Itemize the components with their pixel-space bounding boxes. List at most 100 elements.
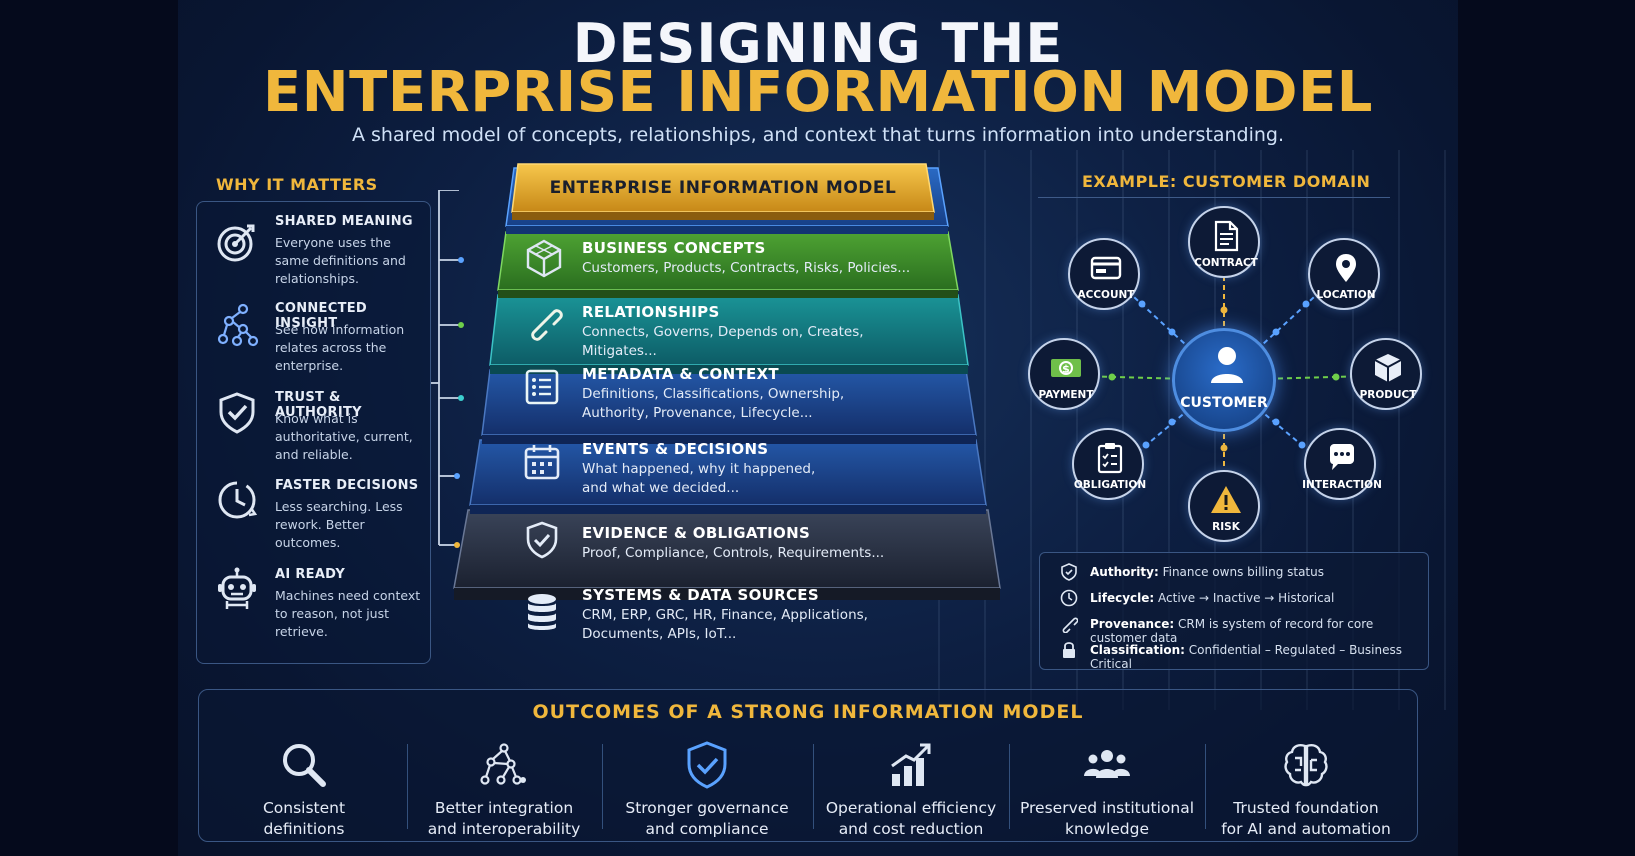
node-obligation[interactable]: OBLIGATION [1072,428,1146,500]
attr-key: Lifecycle: [1090,591,1155,605]
layer-evidence-obligations: EVIDENCE & OBLIGATIONS Proof, Compliance… [518,512,948,570]
outcome-label-1: Preserved institutional [1019,799,1195,817]
why-desc: Less searching. Less rework. Better outc… [275,499,403,550]
node-contract[interactable]: CONTRACT [1188,206,1260,278]
node-label: INTERACTION [1302,479,1382,491]
node-account[interactable]: ACCOUNT [1068,238,1140,310]
layer-desc: What happened, why it happened, and what… [582,461,816,496]
layer-title: EVENTS & DECISIONS [582,440,769,458]
customer-label: CUSTOMER [1180,395,1268,411]
node-label: OBLIGATION [1073,479,1147,491]
node-risk[interactable]: RISK [1188,470,1260,542]
database-icon [528,594,556,630]
customer-center-node[interactable]: CUSTOMER [1172,328,1276,432]
outcome-stronger-governance: Stronger governance and compliance [612,740,802,840]
infographic-canvas: DESIGNING THE ENTERPRISE INFORMATION MOD… [178,0,1458,856]
list-icon [525,369,559,405]
lock-icon [1063,642,1075,658]
layer-events-decisions: EVENTS & DECISIONS What happened, why it… [518,432,948,498]
outcome-divider [602,744,603,829]
title-line-2: ENTERPRISE INFORMATION MODEL [263,60,1373,125]
outcome-divider [407,744,408,829]
attr-key: Provenance: [1090,617,1175,631]
chat-icon [1330,444,1354,470]
why-title: AI READY [275,567,346,582]
left-margin-band [0,0,178,856]
customer-attributes-panel: Authority: Finance owns billing status L… [1039,552,1429,671]
top-model-slab [511,163,935,220]
magnifier-icon [283,744,326,787]
why-title: SHARED MEANING [275,214,413,229]
why-heading: WHY IT MATTERS [216,175,378,194]
why-title: TRUST & AUTHORITY [275,390,362,420]
outcome-label-1: Stronger governance [625,799,789,817]
layer-title: EVIDENCE & OBLIGATIONS [582,524,811,542]
why-desc: See how information relates across the e… [275,322,405,373]
why-desc: Machines need context to reason, not jus… [275,588,421,639]
attr-key: Authority: [1090,565,1159,579]
node-label: PRODUCT [1359,389,1417,401]
layer-systems-data-sources: SYSTEMS & DATA SOURCES CRM, ERP, GRC, HR… [518,578,948,648]
shield-check-icon [219,392,255,434]
node-payment[interactable]: $ PAYMENT [1028,338,1100,410]
box-icon [1374,354,1402,382]
right-margin-band [1457,0,1635,856]
outcome-divider [1205,744,1206,829]
pin-icon [1336,254,1356,282]
why-desc: Everyone uses the same definitions and r… [275,235,406,286]
outcome-label-2: and compliance [645,820,769,838]
outcomes-heading: OUTCOMES OF A STRONG INFORMATION MODEL [532,701,1084,723]
link-icon [1062,617,1078,633]
attr-authority: Authority: Finance owns billing status [1090,565,1324,579]
outcome-label-2: knowledge [1064,820,1150,838]
title-line-1: DESIGNING THE [572,12,1064,75]
outcome-label-2: and interoperability [427,820,581,838]
outcomes-panel: OUTCOMES OF A STRONG INFORMATION MODEL C… [198,689,1418,842]
node-location[interactable]: LOCATION [1308,238,1380,310]
layer-title: RELATIONSHIPS [582,303,720,321]
target-icon [217,224,255,262]
robot-icon [218,567,256,609]
layer-business-concepts: BUSINESS CONCEPTS Customers, Products, C… [518,229,938,287]
document-icon [1214,220,1239,252]
why-title: CONNECTED INSIGHT [275,301,368,331]
why-title: FASTER DECISIONS [275,478,419,493]
attr-key: Classification: [1090,643,1185,657]
growth-chart-icon [891,743,931,786]
example-heading: EXAMPLE: CUSTOMER DOMAIN [1082,172,1371,191]
node-label: CONTRACT [1194,257,1258,269]
shield-icon [1061,563,1077,581]
network-icon [480,743,526,785]
brain-icon [1284,744,1328,787]
layer-title: SYSTEMS & DATA SOURCES [582,586,819,604]
layer-connector-bracket [431,190,464,548]
attr-value: Active → Inactive → Historical [1158,591,1335,605]
outcome-label-2: definitions [263,820,345,838]
node-interaction[interactable]: INTERACTION [1302,428,1382,500]
people-icon [1084,750,1130,778]
network-icon [217,303,259,347]
attr-value: Finance owns billing status [1162,565,1324,579]
customer-domain-connectors [1081,272,1367,476]
person-icon [1211,347,1243,383]
attr-lifecycle: Lifecycle: Active → Inactive → Historica… [1090,591,1334,605]
node-label: RISK [1212,521,1240,533]
calendar-icon [524,445,560,480]
node-label: LOCATION [1316,289,1376,301]
link-icon [531,309,563,341]
outcome-label-1: Trusted foundation [1233,799,1379,817]
clock-icon [218,481,258,519]
node-label: PAYMENT [1038,389,1094,401]
top-model-label-wrap: ENTERPRISE INFORMATION MODEL [508,164,938,216]
outcome-divider [1009,744,1010,829]
subtitle: A shared model of concepts, relationship… [351,124,1285,146]
outcome-divider [813,744,814,829]
layer-desc: CRM, ERP, GRC, HR, Finance, Applications… [582,607,868,642]
cube-icon [526,239,562,278]
shield-icon [526,521,558,559]
node-product[interactable]: PRODUCT [1350,338,1422,410]
example-heading-rule [1038,197,1390,198]
